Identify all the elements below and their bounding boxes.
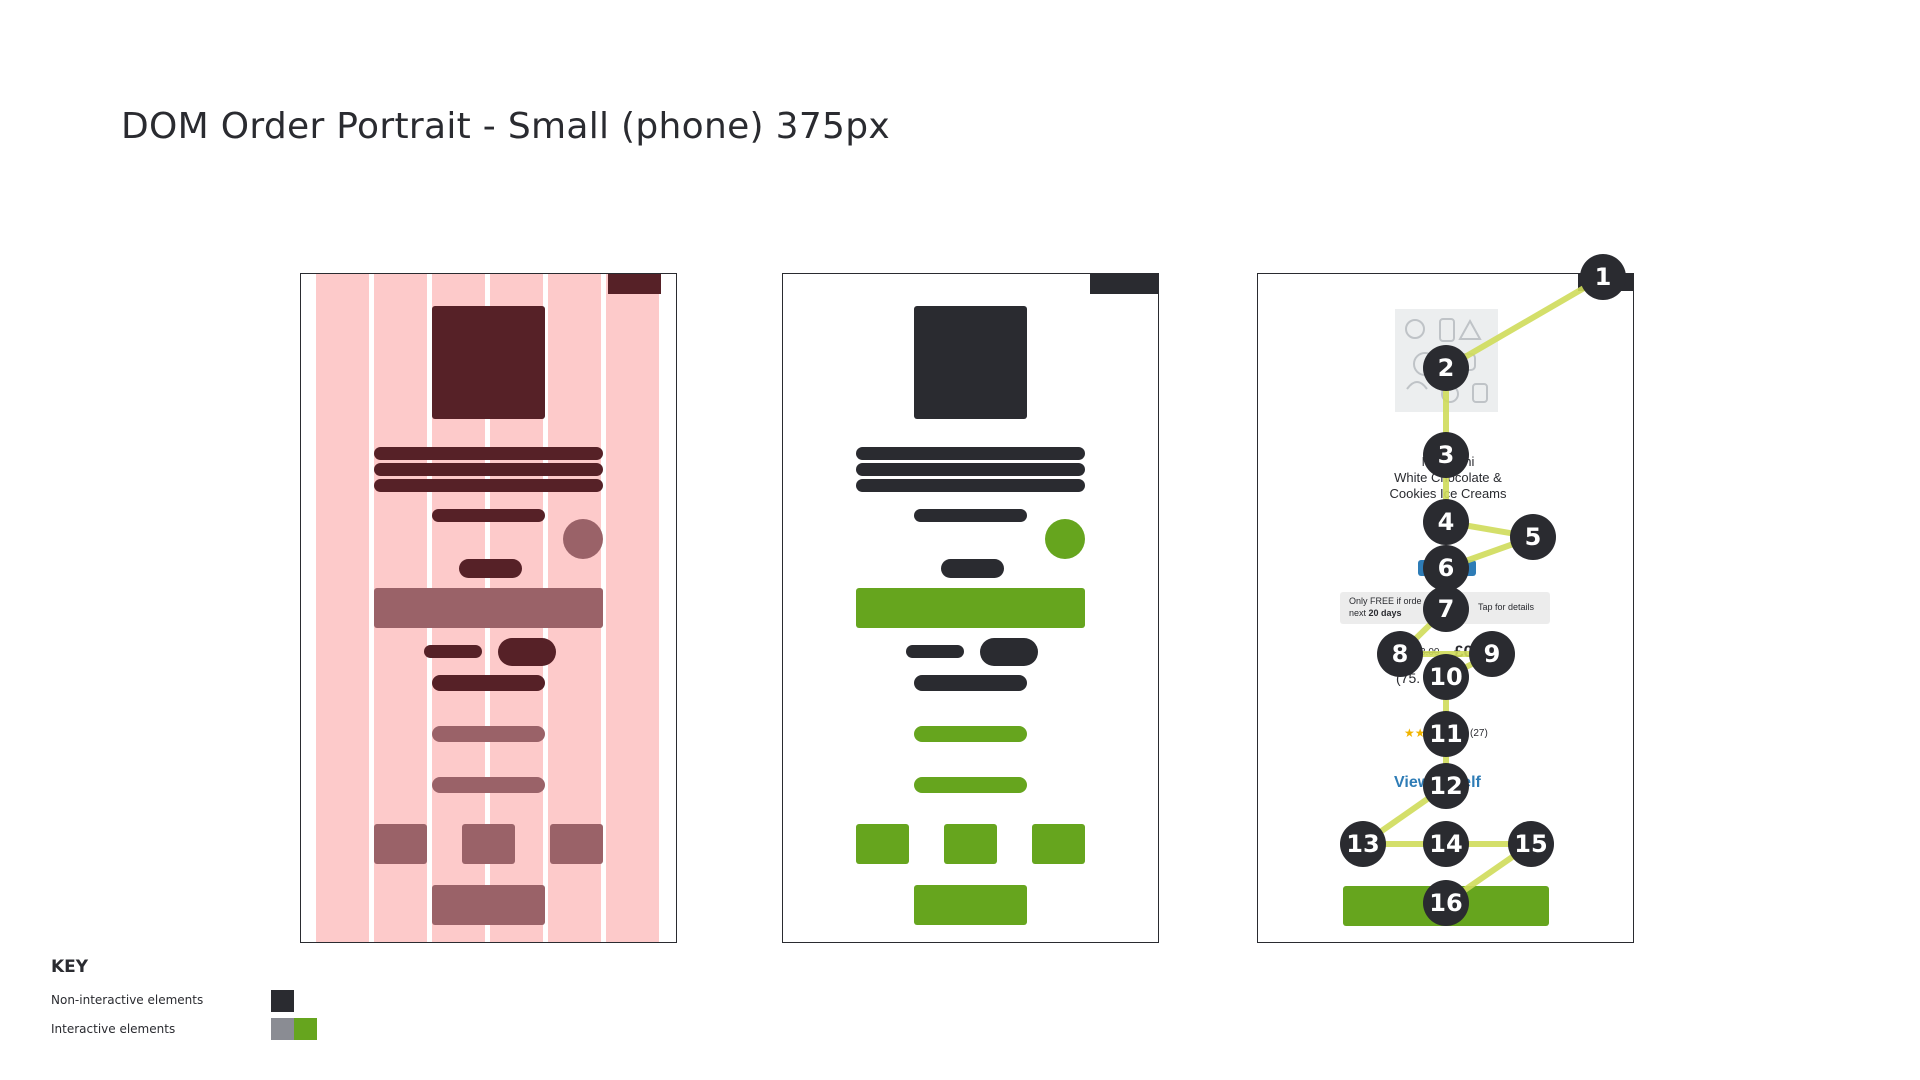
order-badge: 6 <box>1423 545 1469 591</box>
order-badge: 1 <box>1580 254 1626 300</box>
order-badge: 11 <box>1423 711 1469 757</box>
title-line-block <box>856 447 1085 460</box>
price-block <box>498 638 556 666</box>
order-badge: 13 <box>1340 821 1386 867</box>
order-badge: 12 <box>1423 763 1469 809</box>
delivery-button-block <box>374 588 603 628</box>
order-badge: 16 <box>1423 880 1469 926</box>
favourite-button-block <box>1045 519 1085 559</box>
unit-price-block <box>914 675 1027 691</box>
key-non-interactive-swatch <box>271 990 294 1012</box>
quantity-field-block <box>944 824 997 864</box>
grid-column <box>316 274 369 942</box>
corner-badge-block <box>1090 274 1159 294</box>
favourite-button-block <box>563 519 603 559</box>
tag-block <box>459 559 522 578</box>
product-image-block <box>432 306 545 419</box>
add-button-block <box>432 885 545 925</box>
order-badge: 8 <box>1377 631 1423 677</box>
order-badge: 4 <box>1423 499 1469 545</box>
quantity-plus-block <box>1032 824 1085 864</box>
key-interactive-green-swatch <box>294 1018 317 1040</box>
corner-badge-block <box>608 274 661 294</box>
reviews-link-block <box>914 726 1027 742</box>
quantity-plus-block <box>550 824 603 864</box>
dom-order-panel: Mag Mini White Chocolate & Cookies Ice C… <box>1257 273 1634 943</box>
title-line-block <box>374 463 603 476</box>
rating-line-block <box>432 509 545 522</box>
delivery-button-block <box>856 588 1085 628</box>
key-heading: KEY <box>51 957 88 977</box>
quantity-field-block <box>462 824 515 864</box>
order-badge: 7 <box>1423 586 1469 632</box>
price-block <box>980 638 1038 666</box>
product-image-block <box>914 306 1027 419</box>
grid-column <box>606 274 659 942</box>
interactivity-panel <box>782 273 1159 943</box>
unit-price-block <box>432 675 545 691</box>
tag-block <box>941 559 1004 578</box>
key-interactive-label: Interactive elements <box>51 1022 175 1036</box>
view-shelf-link-block <box>432 777 545 793</box>
order-badge: 9 <box>1469 631 1515 677</box>
order-badge: 2 <box>1423 345 1469 391</box>
grid-layout-panel <box>300 273 677 943</box>
order-badge: 3 <box>1423 432 1469 478</box>
add-button-block <box>914 885 1027 925</box>
was-price-block <box>906 645 964 658</box>
order-badge: 14 <box>1423 821 1469 867</box>
page-title: DOM Order Portrait - Small (phone) 375px <box>121 106 890 147</box>
order-badge: 15 <box>1508 821 1554 867</box>
reviews-link-block <box>432 726 545 742</box>
view-shelf-link-block <box>914 777 1027 793</box>
title-line-block <box>374 479 603 492</box>
rating-line-block <box>914 509 1027 522</box>
key-non-interactive-label: Non-interactive elements <box>51 993 203 1007</box>
was-price-block <box>424 645 482 658</box>
quantity-minus-block <box>856 824 909 864</box>
key-interactive-grey-swatch <box>271 1018 294 1040</box>
title-line-block <box>856 463 1085 476</box>
quantity-minus-block <box>374 824 427 864</box>
title-line-block <box>856 479 1085 492</box>
order-badge: 5 <box>1510 514 1556 560</box>
title-line-block <box>374 447 603 460</box>
order-badge: 10 <box>1423 654 1469 700</box>
